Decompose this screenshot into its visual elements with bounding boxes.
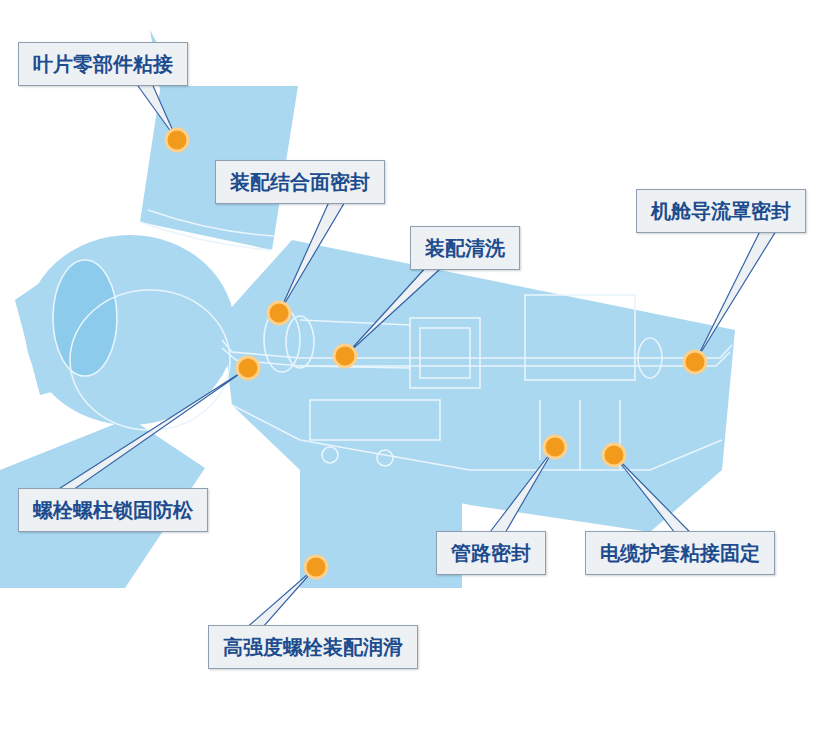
callout-label: 高强度螺栓装配润滑 — [223, 634, 403, 660]
frame-line — [232, 405, 722, 470]
callout-tail — [489, 447, 556, 534]
callout-label: 管路密封 — [451, 540, 531, 566]
generator-end — [638, 338, 662, 378]
callout-label: 装配结合面密封 — [230, 169, 370, 195]
callout-box: 叶片零部件粘接 — [18, 42, 188, 86]
callout-label: 机舱导流罩密封 — [651, 198, 791, 224]
callout-tail — [279, 201, 345, 313]
generator — [525, 295, 635, 380]
callout-dot — [166, 129, 188, 151]
callout-dot — [237, 357, 259, 379]
callout-label: 装配清洗 — [425, 235, 505, 261]
callout-label: 叶片零部件粘接 — [33, 51, 173, 77]
yaw-drive — [377, 450, 393, 466]
callout-dot — [544, 436, 566, 458]
blade-root — [148, 210, 275, 236]
callout-label: 电缆护套粘接固定 — [600, 540, 760, 566]
callout-box: 机舱导流罩密封 — [636, 189, 806, 233]
callout-dot — [305, 556, 327, 578]
yaw-drive — [322, 447, 338, 463]
gearbox — [420, 328, 470, 378]
hub-ring — [70, 290, 230, 430]
callout-tail — [614, 455, 692, 534]
callout-box: 管路密封 — [436, 531, 546, 575]
callout-dot — [603, 444, 625, 466]
bed-plate — [310, 400, 440, 440]
callout-tail — [246, 567, 316, 628]
callout-box: 装配清洗 — [410, 226, 520, 270]
callout-label: 螺栓螺柱锁固防松 — [33, 497, 193, 523]
callout-tail — [56, 368, 248, 491]
callout-box: 装配结合面密封 — [215, 160, 385, 204]
callout-dot — [268, 302, 290, 324]
callout-tail — [345, 267, 442, 356]
gearbox — [410, 318, 480, 388]
main-shaft — [300, 320, 410, 368]
shaft-flange — [286, 316, 314, 368]
callout-box: 电缆护套粘接固定 — [585, 531, 775, 575]
callout-box: 螺栓螺柱锁固防松 — [18, 488, 208, 532]
callout-box: 高强度螺栓装配润滑 — [208, 625, 418, 669]
cover-seam — [222, 348, 730, 366]
callout-tail — [695, 230, 777, 362]
callout-dot — [334, 345, 356, 367]
nacelle — [222, 240, 735, 532]
callout-dot — [684, 351, 706, 373]
